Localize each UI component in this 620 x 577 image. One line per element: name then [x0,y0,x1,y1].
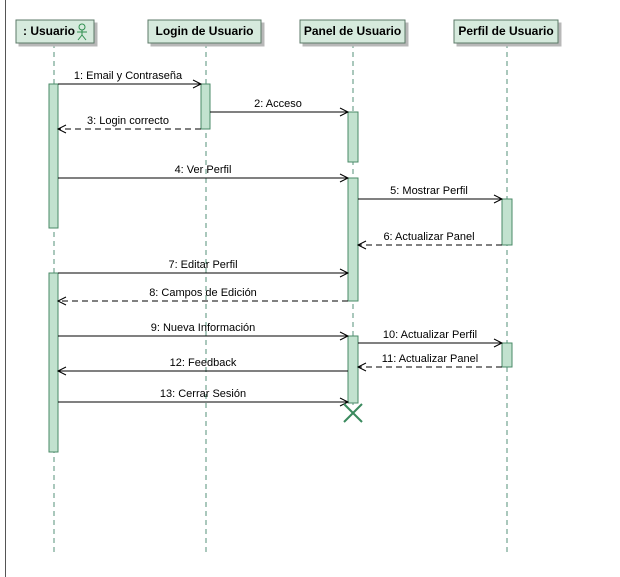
lifeline-perfil: Perfil de Usuario [453,19,559,556]
destroy-marker-icon [343,403,363,423]
activation-panel-1[interactable] [347,111,359,163]
message-5[interactable] [358,194,504,204]
lifeline-label-perfil: Perfil de Usuario [458,24,553,38]
lifeline-header-panel[interactable] [299,19,406,44]
message-3[interactable] [56,124,201,134]
message-12[interactable] [56,366,348,376]
message-label-5: 5: Mostrar Perfil [390,185,468,197]
message-2[interactable] [210,107,350,117]
message-label-10: 10: Actualizar Perfil [383,329,477,341]
message-11[interactable] [356,362,502,372]
message-label-13: 13: Cerrar Sesión [160,388,246,400]
message-9[interactable] [58,331,350,341]
message-label-11: 11: Actualizar Panel [382,353,478,365]
lifeline-label-panel: Panel de Usuario [304,24,401,38]
message-13[interactable] [58,397,350,407]
message-label-6: 6: Actualizar Panel [383,231,474,243]
lifeline-header-perfil[interactable] [453,19,559,44]
activation-perfil-1[interactable] [501,198,513,246]
message-label-1: 1: Email y Contraseña [74,70,183,82]
message-7[interactable] [58,268,350,278]
message-label-2: 2: Acceso [254,98,302,110]
message-labels: 1: Email y Contraseña 2: Acceso 3: Login… [74,70,478,400]
activation-perfil-2[interactable] [501,342,513,368]
activation-login-1[interactable] [200,83,211,130]
activation-usuario-2[interactable] [48,272,59,453]
message-label-7: 7: Editar Perfil [168,259,237,271]
lifeline-header-login[interactable] [147,19,262,44]
message-label-8: 8: Campos de Edición [149,287,257,299]
message-label-9: 9: Nueva Información [151,322,256,334]
activation-usuario-1[interactable] [48,83,59,229]
lifeline-label-usuario: : Usuario [23,24,75,38]
message-label-4: 4: Ver Perfil [175,164,232,176]
activation-panel-2[interactable] [347,177,359,302]
message-label-12: 12: Feedback [170,357,237,369]
lifeline-login: Login de Usuario [147,19,262,556]
lifeline-label-login: Login de Usuario [155,24,253,38]
lifeline-header-usuario[interactable] [15,19,95,44]
activation-bars [48,83,513,453]
message-10[interactable] [358,338,504,348]
actor-icon [77,23,87,41]
message-6[interactable] [356,240,502,250]
message-4[interactable] [58,173,350,183]
activation-panel-3[interactable] [347,335,359,404]
message-8[interactable] [56,296,348,306]
message-label-3: 3: Login correcto [87,115,169,127]
messages [56,79,504,407]
message-1[interactable] [58,79,203,89]
